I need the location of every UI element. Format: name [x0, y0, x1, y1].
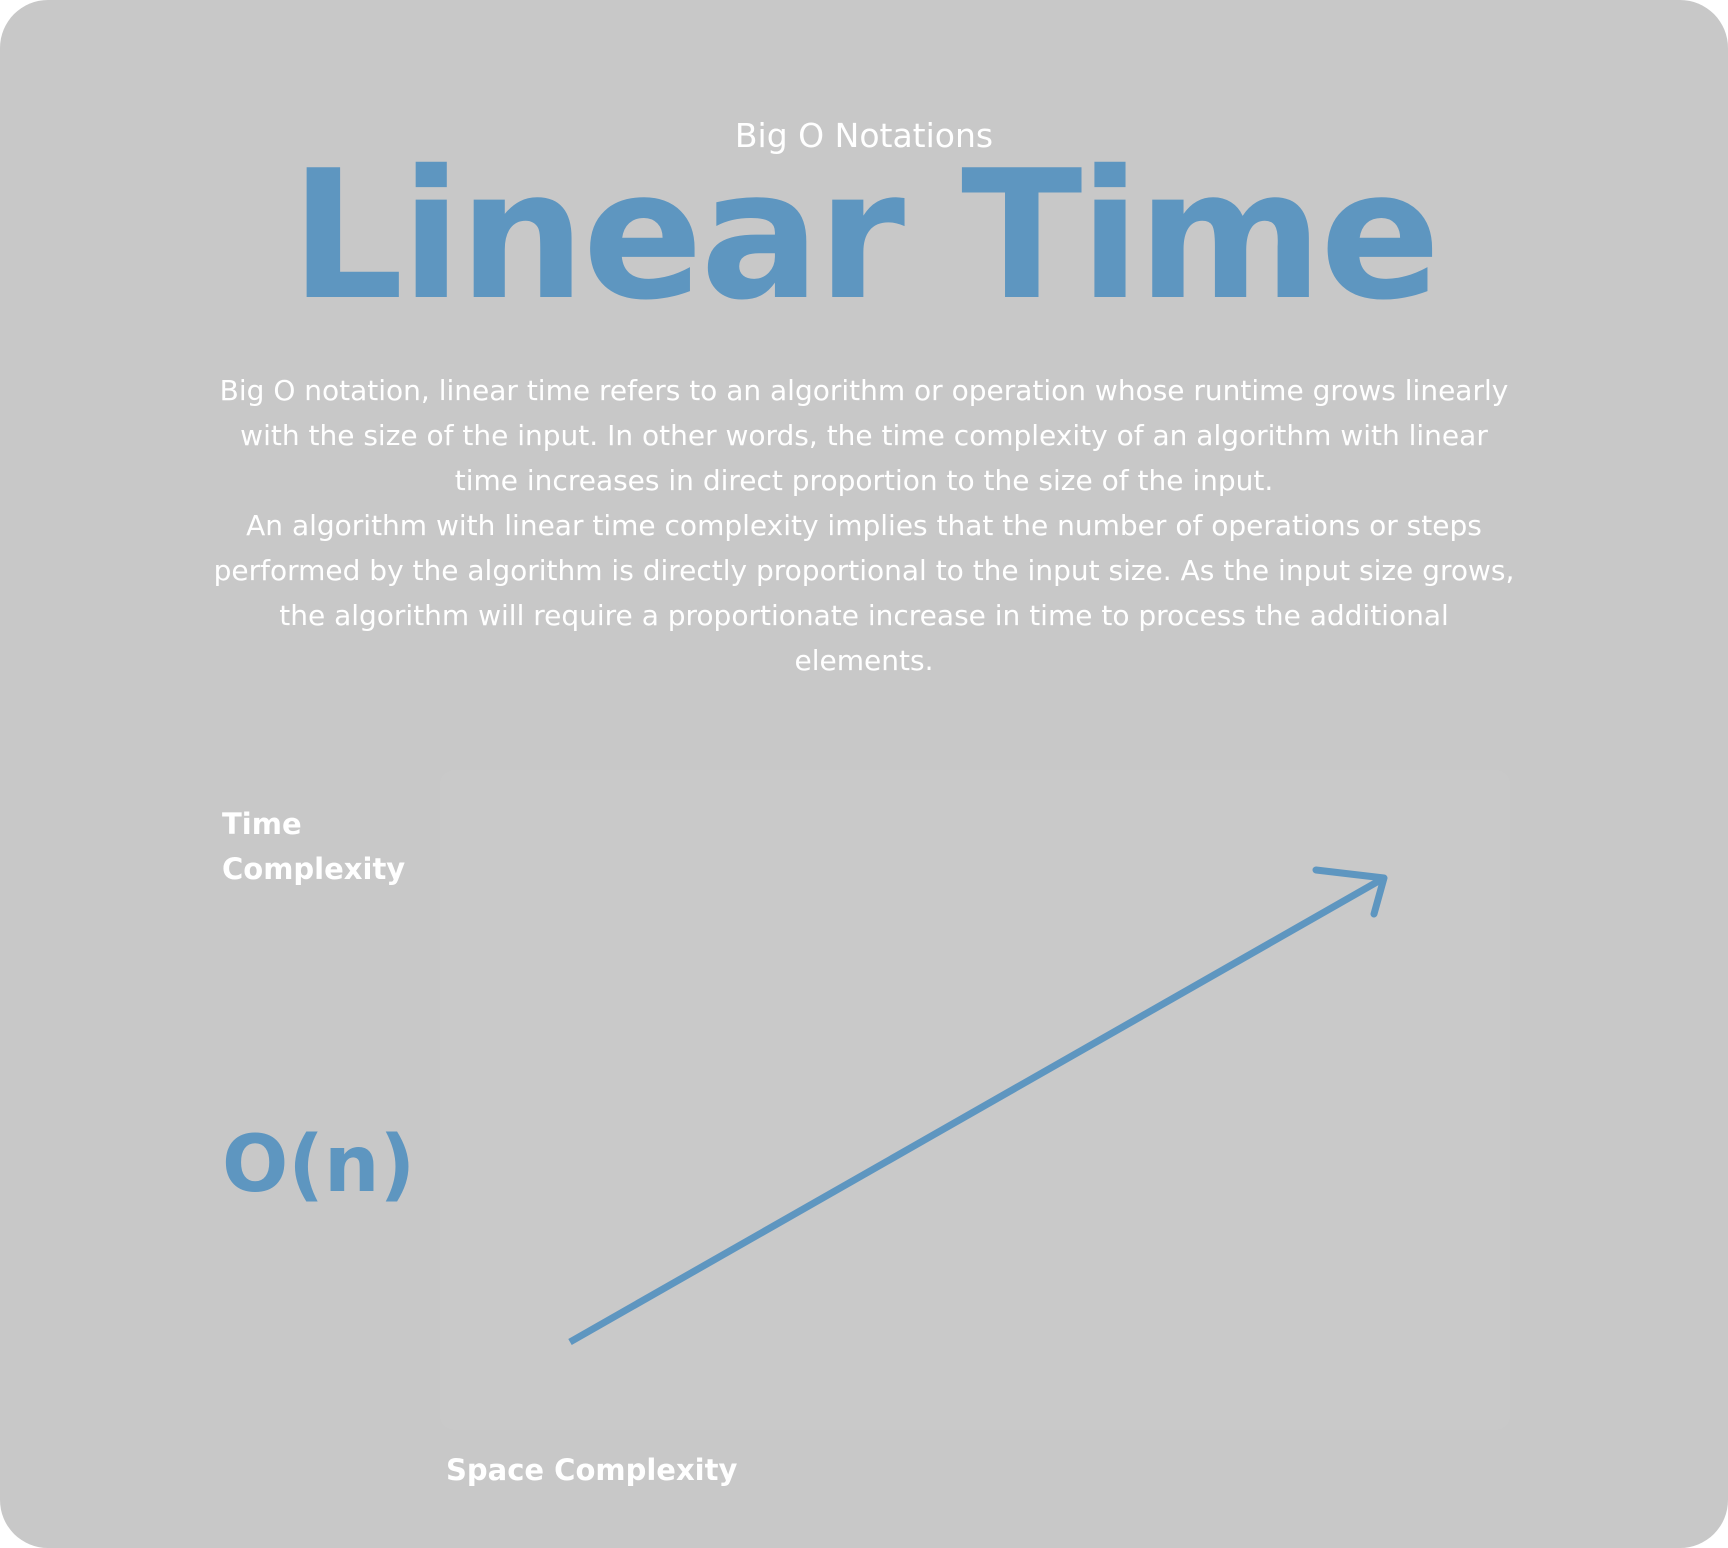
description: Big O notation, linear time refers to an…: [210, 368, 1518, 683]
linear-growth-diagram: [568, 866, 1388, 1346]
page-subtitle: Big O Notations: [734, 116, 994, 155]
linear-growth-line: [568, 874, 1386, 1346]
x-axis-label: Space Complexity: [446, 1453, 738, 1487]
arrow-head-icon: [1312, 866, 1388, 918]
plot-area: [440, 770, 1510, 1430]
page-title: Linear Time: [290, 132, 1440, 339]
description-paragraph-2: An algorithm with linear time complexity…: [213, 509, 1515, 677]
notation-label: O(n): [222, 1120, 416, 1210]
y-axis-label: Time Complexity: [222, 807, 406, 886]
description-paragraph-1: Big O notation, linear time refers to an…: [219, 374, 1509, 497]
